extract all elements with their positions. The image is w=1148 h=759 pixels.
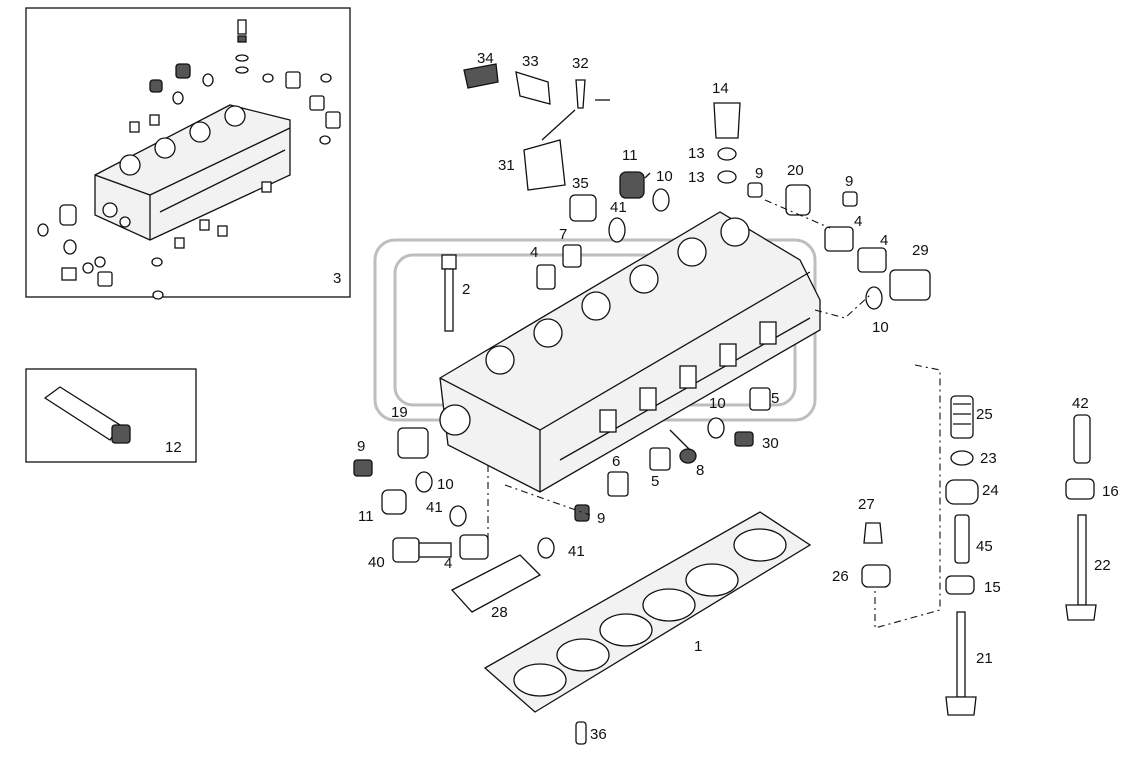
sealant-tube	[43, 386, 121, 441]
callout-21: 21	[976, 650, 993, 667]
inset-frame-12	[25, 368, 197, 463]
cylinder-head	[439, 211, 821, 493]
inset-head-drawing	[94, 104, 291, 241]
callout-4-a: 4	[530, 244, 538, 261]
callout-42: 42	[1072, 395, 1089, 412]
callout-20: 20	[787, 162, 804, 179]
callout-22: 22	[1094, 557, 1111, 574]
callout-41-b: 41	[426, 499, 443, 516]
callout-30: 30	[762, 435, 779, 452]
callout-3: 3	[333, 270, 341, 287]
callout-29: 29	[912, 242, 929, 259]
inset-cylinder-head-kit: 3	[25, 7, 351, 300]
callout-4-c: 4	[880, 232, 888, 249]
part-21-valve-stem	[956, 611, 966, 698]
part-11-plug	[381, 489, 407, 515]
part-2-bolt	[444, 268, 454, 332]
part-28-sleeve	[450, 554, 542, 613]
inset-sealant: 12	[25, 368, 197, 463]
callout-15: 15	[984, 579, 1001, 596]
callout-10-b: 10	[872, 319, 889, 336]
part-11-plug-top	[619, 171, 645, 199]
callout-16: 16	[1102, 483, 1119, 500]
part-32-screw	[575, 79, 586, 109]
callout-2: 2	[462, 281, 470, 298]
callout-6: 6	[612, 453, 620, 470]
callout-5-b: 5	[651, 473, 659, 490]
callout-13-b: 13	[688, 169, 705, 186]
part-22-valve-stem	[1077, 514, 1087, 606]
callout-10-a: 10	[656, 168, 673, 185]
callout-25: 25	[976, 406, 993, 423]
part-31-bracket	[523, 139, 566, 191]
callout-40: 40	[368, 554, 385, 571]
callout-31: 31	[498, 157, 515, 174]
callout-11-a: 11	[622, 147, 638, 164]
part-14	[713, 102, 741, 139]
callout-13-a: 13	[688, 145, 705, 162]
callout-8: 8	[696, 462, 704, 479]
part-42-guide	[1073, 414, 1091, 464]
callout-41-a: 41	[610, 199, 627, 216]
leader-lines	[487, 99, 941, 629]
callout-4-d: 4	[444, 555, 452, 572]
callout-11-b: 11	[358, 508, 374, 525]
callout-41-c: 41	[568, 543, 585, 560]
callout-26: 26	[832, 568, 849, 585]
callout-32: 32	[572, 55, 589, 72]
callout-33: 33	[522, 53, 539, 70]
parts	[353, 63, 1097, 745]
callout-10-d: 10	[437, 476, 454, 493]
callout-45: 45	[976, 538, 993, 555]
part-45-guide	[954, 514, 970, 564]
part-25-spring	[950, 395, 974, 439]
sealant-cap	[111, 424, 131, 444]
callout-24: 24	[982, 482, 999, 499]
callout-7: 7	[559, 226, 567, 243]
callout-9-d: 9	[597, 510, 605, 527]
callout-1: 1	[694, 638, 702, 655]
callout-12: 12	[165, 439, 182, 456]
callouts: 1 2 4 4 4 4 5 5 6 7 8 9 9 9 9 10 10 10 1…	[357, 50, 1119, 743]
callout-19: 19	[391, 404, 408, 421]
part-33-clamp	[515, 71, 551, 105]
callout-34: 34	[477, 50, 494, 67]
callout-10-c: 10	[709, 395, 726, 412]
callout-36: 36	[590, 726, 607, 743]
inset-frame-3	[25, 7, 351, 298]
part-2-head	[441, 254, 457, 270]
callout-14: 14	[712, 80, 729, 97]
callout-35: 35	[572, 175, 589, 192]
callout-9-a: 9	[755, 165, 763, 182]
callout-27: 27	[858, 496, 875, 513]
head-front-port	[439, 404, 471, 436]
callout-4-b: 4	[854, 213, 862, 230]
callout-23: 23	[980, 450, 997, 467]
part-29-injector-sleeve	[889, 269, 931, 301]
callout-28: 28	[491, 604, 508, 621]
callout-9-b: 9	[845, 173, 853, 190]
callout-9-c: 9	[357, 438, 365, 455]
part-34-pad	[463, 63, 499, 89]
inset-small-parts	[37, 19, 341, 300]
callout-5-a: 5	[771, 390, 779, 407]
head-gasket	[483, 511, 812, 713]
